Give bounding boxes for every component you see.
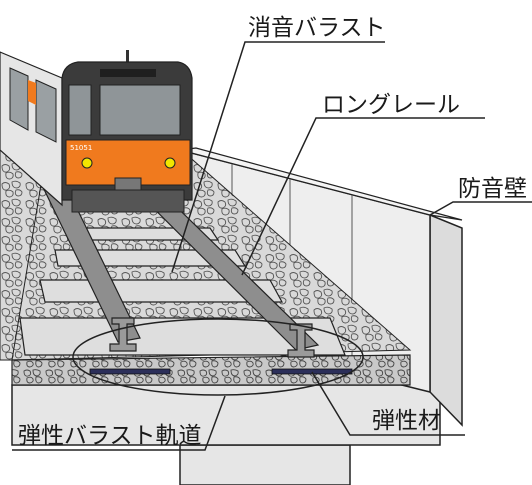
leader-line-long-rail bbox=[241, 117, 485, 276]
label-long-rail: ロングレール bbox=[322, 92, 460, 118]
elastic-track-highlight-ellipse bbox=[72, 318, 364, 396]
train-number: 51051 bbox=[70, 144, 92, 152]
labels: 消音バラスト ロングレール 防音壁 弾性バラスト軌道 弾性材 bbox=[18, 15, 527, 449]
leader-line-sound-barrier bbox=[429, 201, 532, 216]
leader-line-elastic-material bbox=[311, 371, 465, 436]
train-side-stripe bbox=[28, 80, 36, 105]
leader-lines bbox=[12, 41, 532, 451]
rail-right-cross-section bbox=[287, 323, 315, 358]
label-elastic-material: 弾性材 bbox=[372, 408, 441, 434]
elastic-pad bbox=[89, 368, 171, 375]
train-side-window bbox=[35, 79, 57, 143]
viaduct-pier bbox=[179, 444, 351, 485]
front-window bbox=[99, 84, 181, 136]
leader-line-elastic-ballast-track bbox=[12, 395, 226, 451]
ballast-front-layer bbox=[11, 354, 411, 386]
headlight-left bbox=[81, 157, 93, 169]
bogie bbox=[71, 189, 185, 213]
pantograph-mast bbox=[126, 50, 129, 64]
sound-barrier-side-face bbox=[429, 213, 463, 427]
label-sound-barrier: 防音壁 bbox=[458, 176, 527, 202]
cab-window bbox=[68, 84, 92, 136]
label-silent-ballast: 消音バラスト bbox=[248, 15, 386, 41]
rail-left-cross-section bbox=[109, 317, 137, 352]
train-side-window bbox=[9, 67, 29, 131]
headlight-right bbox=[164, 157, 176, 169]
sleeper bbox=[19, 317, 346, 356]
destination-display bbox=[100, 69, 156, 77]
leader-line-silent-ballast bbox=[171, 41, 385, 273]
label-elastic-ballast-track: 弾性バラスト軌道 bbox=[18, 423, 202, 449]
train: 51051 bbox=[0, 50, 193, 213]
